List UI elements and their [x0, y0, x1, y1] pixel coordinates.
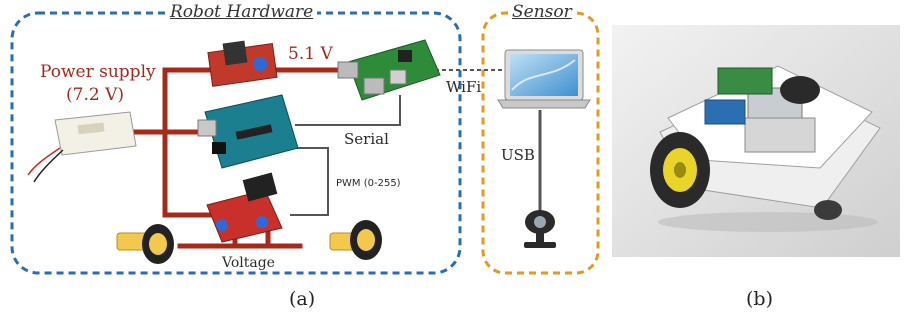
raspberry-pi — [337, 39, 441, 101]
robot-hardware-title: Robot Hardware — [166, 2, 318, 22]
webcam — [524, 210, 556, 248]
arduino-board — [197, 94, 299, 169]
regulator-voltage-label: 5.1 V — [288, 44, 333, 64]
caption-b: (b) — [746, 288, 773, 310]
laptop — [497, 49, 591, 109]
wifi-label: WiFi — [446, 78, 482, 96]
voltage-regulator — [207, 40, 278, 87]
power-wiring — [127, 67, 348, 249]
motor-driver — [206, 172, 283, 243]
right-motor-wheel — [329, 220, 382, 260]
caption-a: (a) — [289, 288, 316, 310]
sensor-outline — [481, 11, 600, 275]
voltage-label: Voltage — [222, 255, 275, 271]
usb-label: USB — [501, 146, 535, 164]
power-supply-label: Power supply — [40, 62, 156, 82]
battery-pack — [27, 111, 137, 183]
pwm-label: PWM (0-255) — [336, 178, 401, 189]
serial-label: Serial — [344, 130, 389, 148]
robot-render — [612, 25, 900, 257]
signal-wiring — [270, 69, 542, 216]
power-voltage-label: (7.2 V) — [66, 85, 124, 105]
sensor-title: Sensor — [508, 2, 576, 22]
left-motor-wheel — [116, 224, 174, 264]
